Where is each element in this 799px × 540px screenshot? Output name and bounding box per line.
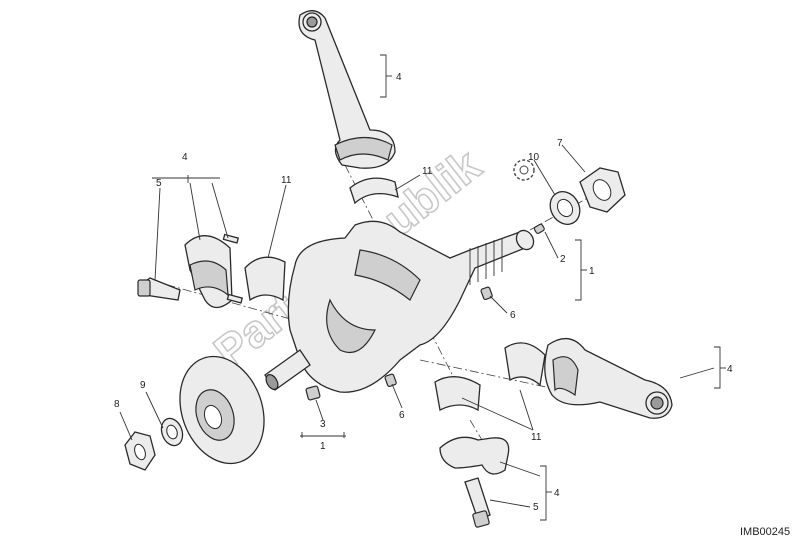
callout-thrust-washer: 10 bbox=[528, 152, 540, 163]
callout-washer: 9 bbox=[140, 380, 146, 391]
callout-plug: 3 bbox=[320, 419, 326, 430]
callout-bolt-right: 5 bbox=[533, 502, 539, 513]
callout-bolt-left: 5 bbox=[156, 178, 162, 189]
callout-pin-lower: 6 bbox=[399, 410, 405, 421]
ring-nut bbox=[579, 167, 626, 213]
callout-nut: 8 bbox=[114, 399, 120, 410]
bearing-shell-right-lower bbox=[434, 376, 481, 412]
drawing-code: IMB00245 bbox=[740, 526, 790, 538]
callout-pin-upper: 6 bbox=[510, 310, 516, 321]
washer-9 bbox=[160, 417, 184, 447]
callout-group-1: 1 bbox=[320, 441, 326, 452]
crank-gear bbox=[179, 355, 265, 465]
callout-cap-group-right: 4 bbox=[554, 488, 560, 499]
callout-conrod-top: 4 bbox=[396, 72, 402, 83]
key-part bbox=[533, 223, 545, 234]
dowel-pin-lower bbox=[384, 373, 397, 388]
callout-labels: 4 11 7 10 1 2 6 4 5 11 8 9 3 1 6 11 4 5 … bbox=[114, 72, 733, 513]
connecting-rod-top bbox=[298, 10, 396, 169]
crankshaft bbox=[264, 220, 535, 393]
leader-lines bbox=[119, 54, 726, 521]
bearing-shell-left bbox=[244, 256, 286, 302]
bolt-left bbox=[137, 277, 181, 301]
callout-bearing-shell-left: 11 bbox=[281, 175, 292, 186]
callout-key: 2 bbox=[560, 254, 566, 265]
callout-conrod-right: 4 bbox=[727, 364, 733, 375]
plug-3 bbox=[305, 385, 321, 401]
connecting-rod-right bbox=[544, 338, 673, 419]
rod-cap-lower bbox=[439, 436, 510, 475]
dowel-pin-upper bbox=[480, 286, 493, 301]
rod-cap-left bbox=[184, 233, 244, 309]
bearing-shell-top bbox=[349, 177, 399, 205]
gear-icon bbox=[513, 159, 535, 181]
bolt-lower bbox=[464, 477, 491, 528]
thrust-washer bbox=[549, 191, 581, 225]
callout-ring-nut: 7 bbox=[557, 138, 563, 149]
callout-bearing-shell-top: 11 bbox=[422, 166, 433, 177]
callout-bearing-shell-right: 11 bbox=[531, 432, 542, 443]
bearing-shell-right-upper bbox=[504, 342, 546, 387]
callout-cap-group-left: 4 bbox=[182, 152, 188, 163]
callout-crank-group: 1 bbox=[589, 266, 595, 277]
nut-8 bbox=[124, 431, 156, 471]
